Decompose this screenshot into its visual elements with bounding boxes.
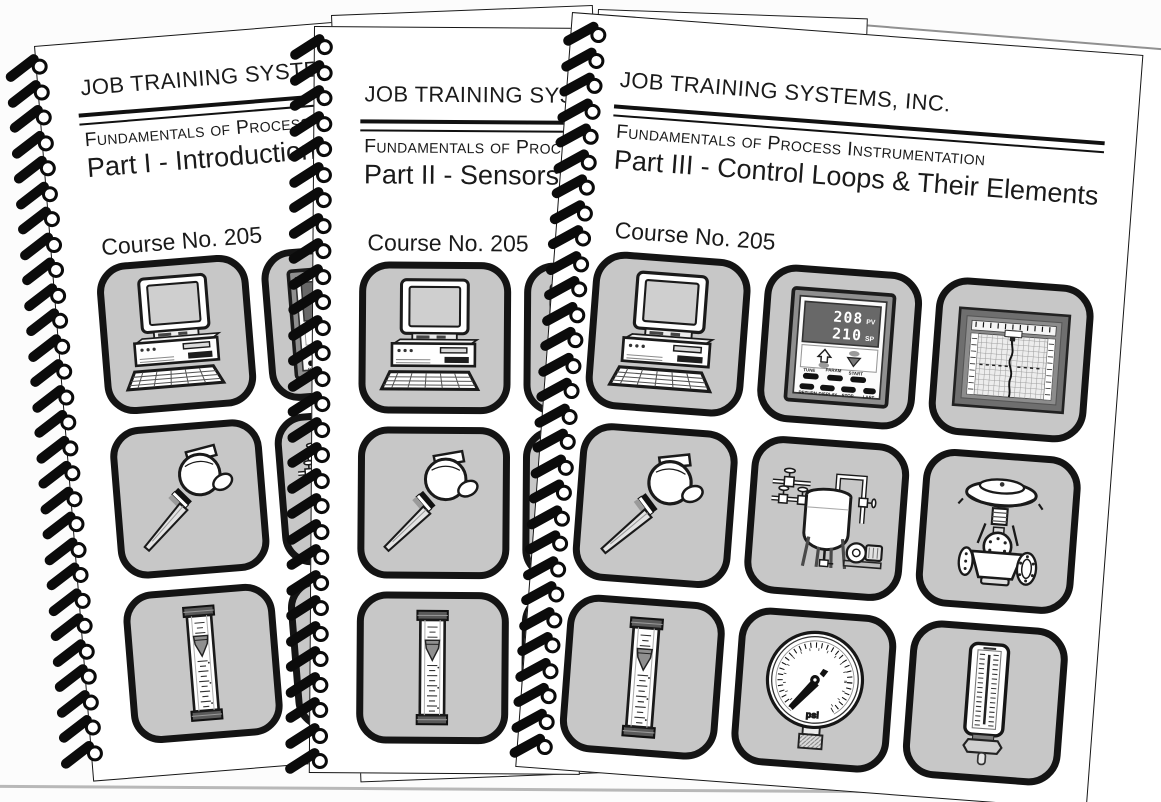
tile-rotameter [355,591,510,745]
tile-thermocouple-probe [107,417,272,581]
instrument-tile-grid [557,249,1096,788]
desktop-computer-icon [117,271,226,392]
tile-process-tank [742,433,912,604]
tile-thermocouple-probe [570,420,740,591]
tile-rotameter [557,592,728,762]
control-valve-icon [950,474,1046,589]
book-cover-part-3: JOB TRAINING SYSTEMS, INC. Fundamentals … [515,12,1144,802]
thermocouple-probe-icon [135,442,242,553]
digital-controller-icon [783,285,897,409]
part-title: Part II - Sensors [363,159,560,191]
tile-chart-recorder [926,275,1096,445]
course-number: Course No. 205 [613,216,777,255]
tile-pressure-gauge [729,605,899,775]
thermocouple-probe-icon [599,446,710,562]
rotameter-icon [620,615,664,739]
tile-rotameter [121,581,285,746]
rotameter-icon [415,609,450,726]
process-tank-icon [759,451,895,587]
tile-desktop-computer [358,261,512,415]
rotameter-icon [182,604,225,723]
chart-recorder-icon [951,306,1071,414]
thermocouple-probe-icon [383,449,483,554]
course-number: Course No. 205 [367,229,529,257]
tile-control-valve [913,446,1083,617]
spiral-binding [282,32,335,776]
tile-digital-controller [754,262,925,432]
tile-desktop-computer [583,249,753,419]
tile-industrial-thermometer [900,618,1071,788]
manual-part-3: JOB TRAINING SYSTEMS, INC. Fundamentals … [507,12,1144,802]
tile-desktop-computer [94,252,259,417]
pressure-gauge-icon [746,622,882,758]
desktop-computer-icon [607,268,720,393]
tile-thermocouple-probe [357,426,511,580]
industrial-thermometer-icon [960,640,1011,768]
desktop-computer-icon [380,278,481,392]
